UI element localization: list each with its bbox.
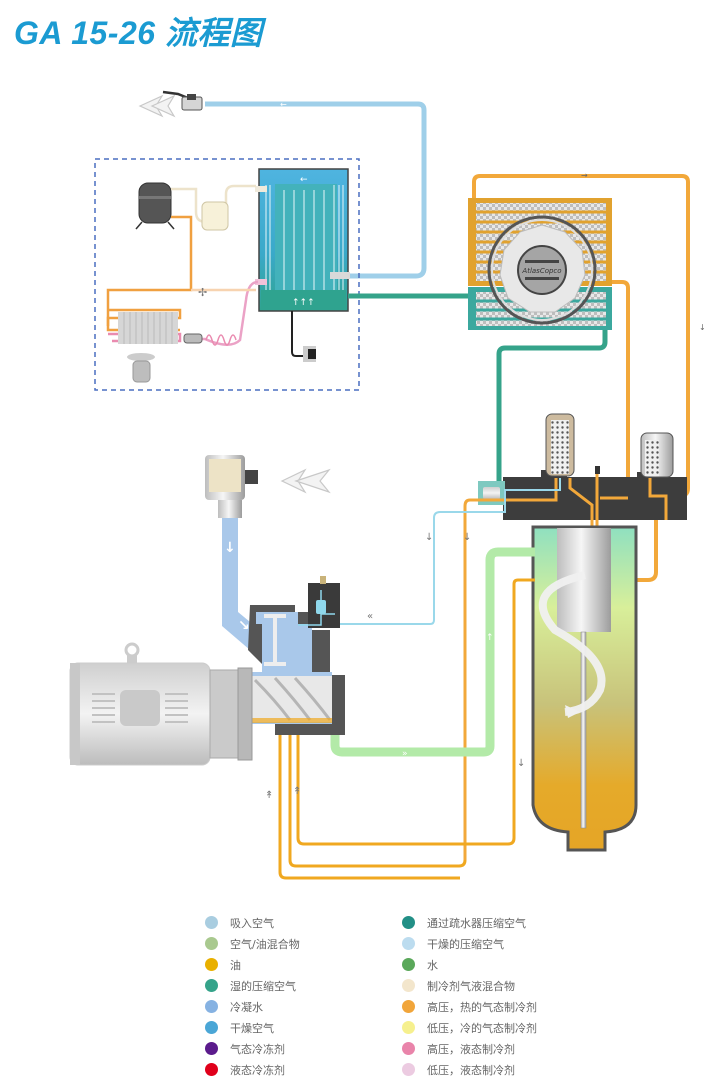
oil-return-lines	[278, 578, 535, 880]
legend-item: 干燥的压缩空气	[402, 933, 537, 954]
air-oil-mixture-line	[330, 547, 535, 757]
refrigerant-compressor-icon	[135, 182, 175, 230]
atlas-copco-logo: AtlasCopco	[521, 267, 561, 275]
oil-separator-tank	[531, 525, 638, 852]
legend-dot	[205, 916, 218, 929]
legend-dot	[205, 1042, 218, 1055]
electric-motor	[69, 642, 253, 766]
condenser-fan-icon	[127, 353, 155, 383]
legend-label: 冷凝水	[230, 1000, 263, 1014]
svg-text:↓: ↓	[699, 323, 706, 332]
legend-item: 通过疏水器压缩空气	[402, 912, 537, 933]
legend-dot	[402, 958, 415, 971]
legend-item: 液态冷冻剂	[205, 1059, 300, 1080]
outlet-valve-icon	[162, 90, 203, 111]
svg-text:↓: ↓	[463, 532, 471, 543]
air-filter	[205, 455, 258, 518]
legend-dot	[402, 937, 415, 950]
heat-exchanger: ↑↑↑ ←	[255, 168, 350, 312]
legend-label: 吸入空气	[230, 916, 274, 930]
cooling-fan: AtlasCopco	[487, 215, 597, 325]
svg-text:↟: ↟	[265, 790, 273, 801]
legend-item: 干燥空气	[205, 1017, 300, 1038]
svg-text:↓: ↓	[224, 540, 236, 556]
svg-text:←: ←	[280, 100, 287, 109]
condenser-coil	[118, 312, 178, 344]
oil-filter	[545, 413, 575, 477]
legend-right: 通过疏水器压缩空气 干燥的压缩空气 水 制冷剂气液混合物 高压，热的气态制冷剂 …	[402, 912, 537, 1080]
legend-dot	[402, 1021, 415, 1034]
svg-text:←: ←	[300, 175, 308, 185]
dry-air-control-line	[320, 478, 561, 625]
legend-label: 湿的压缩空气	[230, 979, 296, 993]
block-oil-paths	[463, 468, 668, 860]
legend-item: 吸入空气	[205, 912, 300, 933]
legend-item: 气态冷冻剂	[205, 1038, 300, 1059]
drain-trap-icon	[291, 311, 316, 362]
legend-dot	[402, 1000, 415, 1013]
dry-air-outlet-line: ←	[205, 100, 427, 279]
page-title: GA 15-26 流程图	[14, 15, 263, 51]
legend-item: 空气/油混合物	[205, 933, 300, 954]
legend-label: 干燥的压缩空气	[427, 937, 504, 951]
legend-item: 高压，热的气态制冷剂	[402, 996, 537, 1017]
legend-label: 干燥空气	[230, 1021, 274, 1035]
legend-dot	[402, 979, 415, 992]
svg-text:→: →	[581, 171, 588, 180]
flow-diagram: ← ↑↑↑ ←	[69, 90, 706, 880]
expansion-valve-icon: ✢	[198, 286, 207, 299]
legend-dot	[402, 1063, 415, 1076]
legend-label: 水	[427, 958, 438, 972]
capillary-coil	[205, 334, 237, 346]
svg-text:↓: ↓	[517, 758, 525, 769]
legend-label: 通过疏水器压缩空气	[427, 916, 526, 930]
legend-label: 低压，冷的气态制冷剂	[427, 1021, 537, 1035]
svg-text:«: «	[367, 611, 373, 622]
legend-dot	[205, 1021, 218, 1034]
svg-text:↟: ↟	[293, 786, 301, 797]
legend-item: 低压，液态制冷剂	[402, 1059, 537, 1080]
legend-item: 高压，液态制冷剂	[402, 1038, 537, 1059]
legend-item: 冷凝水	[205, 996, 300, 1017]
legend-dot	[402, 1042, 415, 1055]
legend-label: 高压，热的气态制冷剂	[427, 1000, 537, 1014]
wet-air-line	[348, 293, 608, 485]
legend-dot	[402, 916, 415, 929]
outlet-arrow-icon	[138, 94, 176, 118]
svg-text:↘: ↘	[238, 618, 250, 634]
legend-item: 低压，冷的气态制冷剂	[402, 1017, 537, 1038]
filter-drier	[183, 333, 203, 344]
intake-air-duct	[222, 518, 262, 650]
legend-label: 空气/油混合物	[230, 937, 300, 951]
separator-element-filter	[640, 432, 674, 478]
intake-arrow-icon	[280, 468, 331, 494]
legend-label: 制冷剂气液混合物	[427, 979, 515, 993]
legend-item: 制冷剂气液混合物	[402, 975, 537, 996]
legend-label: 液态冷冻剂	[230, 1063, 285, 1077]
svg-text:↑: ↑	[486, 633, 494, 643]
legend-label: 高压，液态制冷剂	[427, 1042, 515, 1056]
liquid-separator	[201, 201, 229, 231]
legend-item: 油	[205, 954, 300, 975]
legend-item: 湿的压缩空气	[205, 975, 300, 996]
legend-label: 低压，液态制冷剂	[427, 1063, 515, 1077]
legend-label: 气态冷冻剂	[230, 1042, 285, 1056]
unloader-solenoid	[298, 576, 340, 628]
screw-element	[252, 672, 332, 724]
legend-left: 吸入空气 空气/油混合物 油 湿的压缩空气 冷凝水 干燥空气 气态冷冻剂 液态冷…	[205, 912, 300, 1080]
svg-text:↑↑↑: ↑↑↑	[292, 298, 315, 308]
legend-label: 油	[230, 958, 241, 972]
legend-dot	[205, 958, 218, 971]
legend-dot	[205, 937, 218, 950]
legend-dot	[205, 1000, 218, 1013]
legend-dot	[205, 979, 218, 992]
legend-item: 水	[402, 954, 537, 975]
svg-text:↓: ↓	[425, 532, 433, 543]
svg-text:»: »	[402, 749, 408, 759]
dryer-enclosure	[94, 158, 360, 391]
legend-dot	[205, 1063, 218, 1076]
